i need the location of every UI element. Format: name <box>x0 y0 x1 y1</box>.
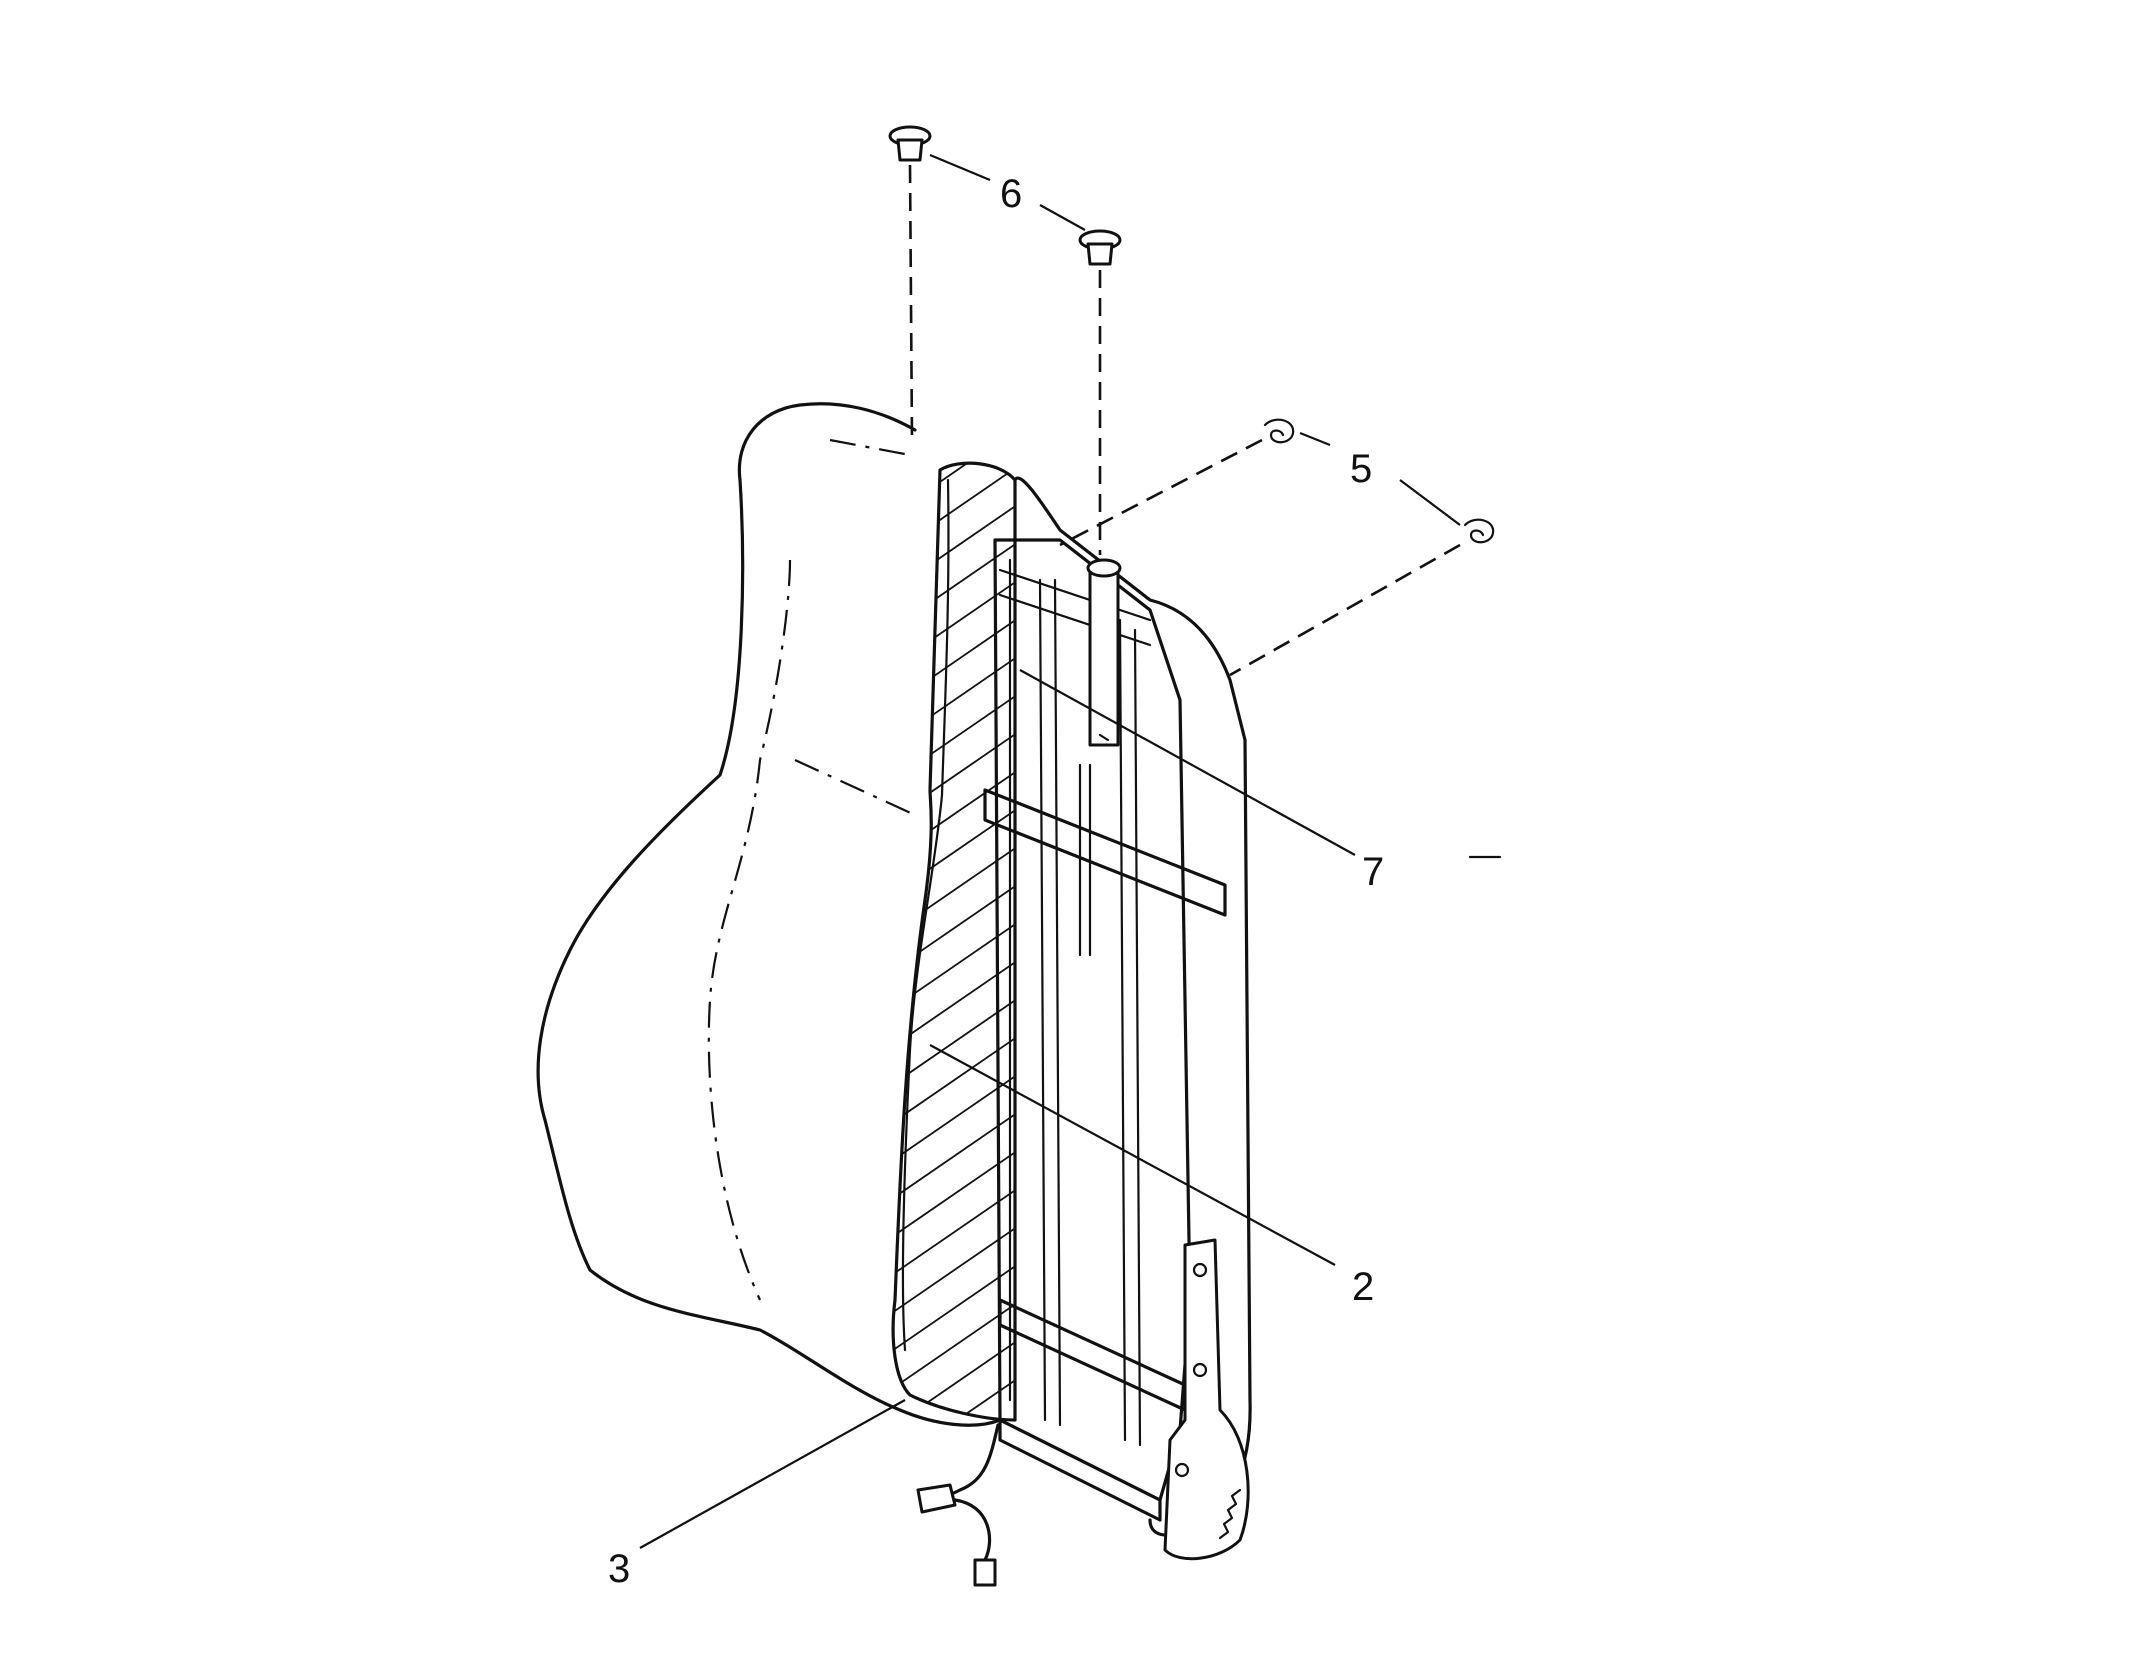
hatch-line <box>893 1255 1015 1367</box>
plug-left <box>888 125 932 162</box>
hatch-line <box>893 1217 1015 1329</box>
cushion-mid-hidden-edge <box>794 759 916 816</box>
cushion <box>536 402 1002 1427</box>
plug-right <box>1078 229 1122 266</box>
guide-tube <box>1088 568 1120 747</box>
frame-rod-2 <box>1118 618 1127 1442</box>
hatch-line <box>893 1369 1015 1420</box>
leader-2 <box>929 1044 1336 1266</box>
callout-3: 3 <box>608 1547 630 1591</box>
frame-rod-1 <box>1038 578 1047 1422</box>
callout-7: 7 <box>1362 850 1384 894</box>
foam-hatching <box>870 463 1030 1632</box>
bracket-hole-1 <box>1192 1262 1208 1278</box>
hatch-line <box>893 1331 1015 1420</box>
leader-7 <box>1019 669 1356 856</box>
item-5-clips <box>1059 418 1495 677</box>
leader-6-left <box>929 153 991 182</box>
callout-2: 2 <box>1352 1265 1374 1309</box>
clip-right-guide <box>1229 543 1461 677</box>
cushion-top-hidden-edge <box>829 438 911 457</box>
plug-left-guide <box>908 164 914 441</box>
guide-slot <box>1098 733 1110 742</box>
wire-harness <box>916 1423 1000 1587</box>
frame-middle-crossbar <box>983 788 1227 917</box>
bracket-hole-2 <box>1192 1362 1208 1378</box>
bracket-hole-3 <box>1174 1462 1190 1478</box>
callout-labels: 6 5 7 2 3 <box>608 172 1384 1591</box>
foam-section <box>870 461 1030 1632</box>
clip-left-guide <box>1059 438 1263 547</box>
frame-lower-crossbar <box>998 1298 1187 1412</box>
frame-rod-1b <box>1053 578 1062 1427</box>
harness-connector-2 <box>973 1558 997 1587</box>
bracket-teeth <box>1218 1488 1242 1540</box>
guide-tube-top <box>1086 558 1122 578</box>
harness-branch <box>953 1498 992 1562</box>
frame-rod-2b <box>1133 628 1142 1447</box>
leader-lines <box>639 153 1502 1549</box>
leader-3 <box>639 1399 906 1549</box>
callout-5: 5 <box>1350 447 1372 491</box>
hatch-line <box>893 1179 1015 1291</box>
frame-top-cross <box>998 568 1152 647</box>
cover-edge <box>901 478 950 1352</box>
headrest-guide <box>1086 558 1122 747</box>
harness-connector-1 <box>916 1483 957 1514</box>
clip-left <box>1263 418 1295 444</box>
cushion-outline <box>536 402 1002 1427</box>
hatch-line <box>870 1522 1030 1632</box>
leader-5-right <box>1399 479 1461 526</box>
lumbar-rod <box>1078 763 1092 957</box>
item-6-plugs <box>888 125 1122 555</box>
leader-5-left <box>1299 431 1331 447</box>
clip-right <box>1463 518 1495 544</box>
frame-bottom-rail <box>998 1418 1162 1522</box>
leader-6-right <box>1039 204 1086 231</box>
recliner-bracket <box>1163 1238 1250 1561</box>
callout-6: 6 <box>1000 172 1022 216</box>
cushion-hidden-edge <box>707 559 792 1301</box>
